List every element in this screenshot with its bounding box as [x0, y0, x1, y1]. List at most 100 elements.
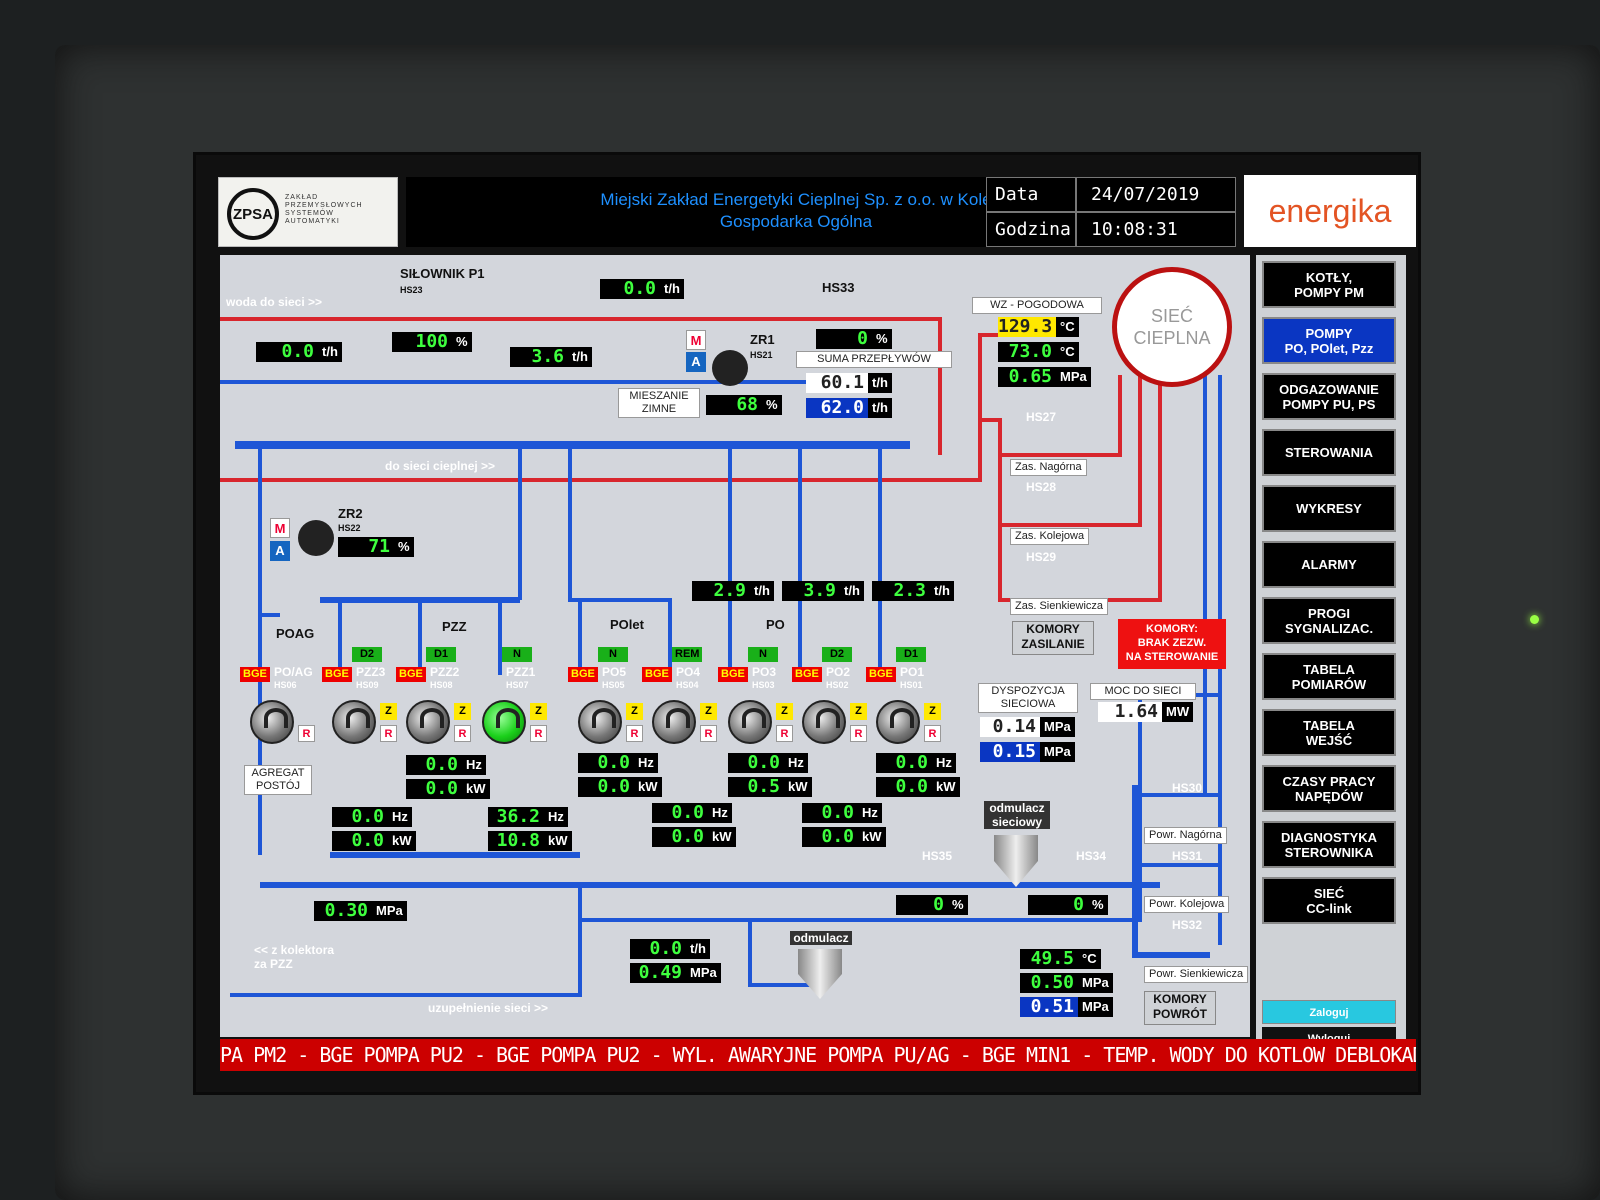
label-z-kolektora: << z kolektora za PZZ [254, 943, 335, 971]
unit-pct: % [452, 332, 472, 352]
menu-button-7[interactable]: PROGI SYGNALIZAC. [1262, 597, 1396, 644]
zr1-auto-button[interactable]: A [686, 352, 706, 372]
komory-powrot-button[interactable]: KOMORY POWRÓT [1144, 991, 1216, 1025]
label-hs29: HS29 [1026, 550, 1057, 564]
menu-button-5[interactable]: WYKRESY [1262, 485, 1396, 532]
unit-hz: Hz [634, 753, 658, 773]
pump-mode-badge: N [502, 647, 532, 662]
login-button[interactable]: Zaloguj [1262, 1000, 1396, 1024]
pump-icon[interactable] [332, 700, 376, 744]
alarm-ticker[interactable]: PA PM2 - BGE POMPA PU2 - BGE POMPA PU2 -… [220, 1039, 1416, 1071]
zr2-auto-button[interactable]: A [270, 541, 290, 561]
menu-button-6[interactable]: ALARMY [1262, 541, 1396, 588]
label-silownik-p1: SIŁOWNIK P1 [400, 266, 485, 281]
pump-icon[interactable] [652, 700, 696, 744]
return-temp: 49.5 [1020, 949, 1078, 969]
menu-button-3[interactable]: ODGAZOWANIE POMPY PU, PS [1262, 373, 1396, 420]
komory-brak-zezwolenia: KOMORY: BRAK ZEZW. NA STEROWANIE [1118, 619, 1226, 669]
label-mieszanie-zimne: MIESZANIE ZIMNE [618, 388, 700, 418]
unit-hz: Hz [708, 803, 732, 823]
menu-button-10[interactable]: CZASY PRACY NAPĘDÓW [1262, 765, 1396, 812]
flow-mid: 3.6 [510, 347, 568, 367]
label-hs33: HS33 [822, 280, 855, 295]
group-pzz: PZZ [442, 619, 467, 634]
agregat-postoj: AGREGAT POSTÓJ [244, 765, 312, 795]
pump-r-badge: R [776, 725, 793, 742]
return-pressure-2: 0.51 [1020, 997, 1078, 1017]
label-powr-kolejowa: Powr. Kolejowa [1144, 896, 1230, 913]
pump-icon[interactable] [728, 700, 772, 744]
menu-button-4[interactable]: STEROWANIA [1262, 429, 1396, 476]
supply-loop-1 [980, 375, 1162, 602]
unit-hz: Hz [858, 803, 882, 823]
pump-z-badge: Z [700, 703, 717, 720]
pump-icon[interactable] [802, 700, 846, 744]
unit-th: t/h [318, 342, 342, 362]
menu-button-11[interactable]: DIAGNOSTYKA STEROWNIKA [1262, 821, 1396, 868]
process-mimic: woda do sieci >> SIŁOWNIK P1 HS23 0.0 t/… [220, 255, 1250, 1037]
label-hs21: HS21 [750, 350, 773, 360]
unit-th: t/h [930, 581, 954, 601]
po5-hz: 0.0 [578, 753, 634, 773]
pump-icon[interactable] [250, 700, 294, 744]
zr2-manual-button[interactable]: M [270, 518, 290, 538]
pump-hs-code: HS06 [274, 680, 297, 690]
pump-hs-code: HS08 [430, 680, 453, 690]
bge-badge: BGE [396, 667, 426, 682]
label-zr2: ZR2 [338, 506, 363, 521]
pump-mode-badge: N [748, 647, 778, 662]
pump-r-badge: R [454, 725, 471, 742]
unit-mpa: MPa [686, 963, 721, 983]
pump-icon[interactable] [482, 700, 526, 744]
time-value: 10:08:31 [1076, 212, 1236, 247]
pump-mode-badge: N [598, 647, 628, 662]
menu-button-2[interactable]: POMPY PO, POlet, Pzz [1262, 317, 1396, 364]
pump-name: PO4 [676, 665, 701, 679]
pump-name: PO2 [826, 665, 851, 679]
label-suma-przeplywow: SUMA PRZEPŁYWÓW [796, 351, 952, 368]
unit-pct: % [872, 329, 892, 349]
group-polet: POlet [610, 617, 644, 632]
unit-pct: % [394, 537, 414, 557]
pzz-hz-b: 0.0 [332, 807, 388, 827]
pump-icon[interactable] [578, 700, 622, 744]
bge-badge: BGE [642, 667, 672, 682]
pressure-kolektor: 0.30 [314, 901, 372, 921]
pump-icon[interactable] [406, 700, 450, 744]
wz-pressure: 0.65 [998, 367, 1056, 387]
date-label: Data [986, 177, 1076, 212]
label-zas-nagorna: Zas. Nagórna [1010, 459, 1087, 476]
pump-icon[interactable] [876, 700, 920, 744]
menu-button-12[interactable]: SIEĆ CC-link [1262, 877, 1396, 924]
pump-hs-code: HS09 [356, 680, 379, 690]
zr2-damper-icon[interactable] [298, 520, 334, 556]
time-label: Godzina [986, 212, 1076, 247]
po1-hz: 0.0 [876, 753, 932, 773]
po2-kw: 0.0 [802, 827, 858, 847]
label-hs30: HS30 [1172, 781, 1203, 795]
logout-button[interactable]: Wyloguj [1262, 1027, 1396, 1039]
menu-button-1[interactable]: KOTŁY, POMPY PM [1262, 261, 1396, 308]
flow-top: 0.0 [600, 279, 660, 299]
unit-hz: Hz [462, 755, 486, 775]
menu-button-9[interactable]: TABELA WEJŚĆ [1262, 709, 1396, 756]
supply-pipe-top [220, 317, 942, 455]
zr1-damper-icon[interactable] [712, 350, 748, 386]
pzz-kw-a: 0.0 [406, 779, 462, 799]
po2-hz: 0.0 [802, 803, 858, 823]
pump-name: PO5 [602, 665, 627, 679]
komory-zasilanie-button[interactable]: KOMORY ZASILANIE [1012, 621, 1094, 655]
label-wz-pogodowa: WZ - POGODOWA [972, 297, 1102, 314]
menu-button-8[interactable]: TABELA POMIARÓW [1262, 653, 1396, 700]
unit-mpa: MPa [372, 901, 407, 921]
hs34-value: 0 [1028, 895, 1088, 915]
group-po: PO [766, 617, 785, 632]
pump-hs-code: HS01 [900, 680, 923, 690]
hs33-value: 0 [816, 329, 872, 349]
label-hs23: HS23 [400, 285, 423, 295]
zr1-manual-button[interactable]: M [686, 330, 706, 350]
siec-cieplna-button[interactable]: SIEĆ CIEPLNA [1112, 267, 1232, 387]
pump-r-badge: R [626, 725, 643, 742]
label-hs27: HS27 [1026, 410, 1057, 424]
